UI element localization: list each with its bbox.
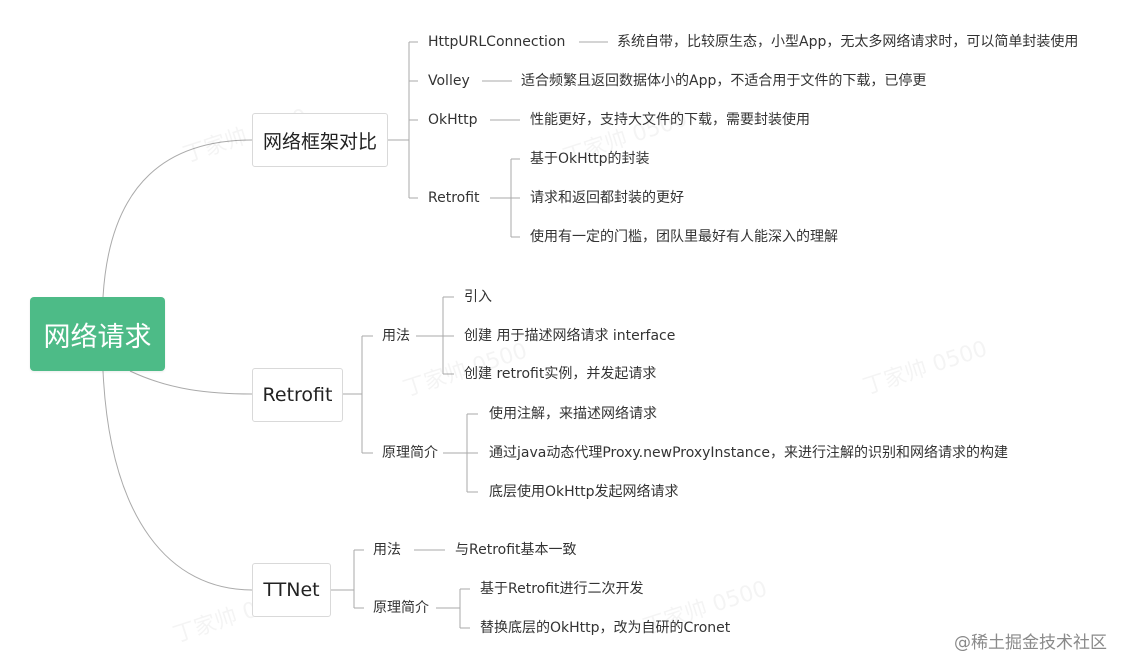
retrofit-usage-item[interactable]: 引入: [464, 289, 492, 305]
framework-name-retrofit[interactable]: Retrofit: [428, 190, 480, 206]
retrofit-principle-label[interactable]: 原理简介: [382, 445, 438, 461]
framework-desc-volley[interactable]: 适合频繁且返回数据体小的App，不适合用于文件的下载，已停更: [521, 73, 927, 89]
framework-name-okhttp[interactable]: OkHttp: [428, 112, 478, 128]
framework-name-httpurlconnection[interactable]: HttpURLConnection: [428, 34, 566, 50]
retrofit-usage-item[interactable]: 创建 用于描述网络请求 interface: [464, 328, 676, 344]
root-node[interactable]: 网络请求: [30, 297, 165, 371]
retrofit-note[interactable]: 使用有一定的门槛，团队里最好有人能深入的理解: [530, 229, 838, 245]
connector-root-ttnet: [102, 370, 253, 591]
retrofit-principle-item[interactable]: 底层使用OkHttp发起网络请求: [489, 484, 679, 500]
connector-root-frameworks: [102, 139, 253, 298]
topic-frameworks[interactable]: 网络框架对比: [252, 113, 388, 167]
ttnet-principle-label[interactable]: 原理简介: [373, 600, 429, 616]
connector-retrofit-principle: [443, 413, 478, 493]
connector-frameworks-bracket: [387, 41, 418, 199]
connector-ttnet-bracket: [330, 549, 364, 609]
retrofit-note[interactable]: 基于OkHttp的封装: [530, 151, 650, 167]
watermark: 丁家帅 0500: [858, 331, 991, 401]
topic-retrofit[interactable]: Retrofit: [252, 368, 343, 422]
retrofit-usage-label[interactable]: 用法: [382, 328, 410, 344]
ttnet-principle-item[interactable]: 基于Retrofit进行二次开发: [480, 581, 644, 597]
connector-retrofit-notes: [490, 158, 520, 238]
framework-desc-httpurlconnection[interactable]: 系统自带，比较原生态，小型App，无太多网络请求时，可以简单封装使用: [617, 34, 1079, 50]
connector-retrofit-usage: [416, 296, 454, 375]
retrofit-note[interactable]: 请求和返回都封装的更好: [530, 190, 684, 206]
connector-root-retrofit: [129, 370, 253, 395]
ttnet-usage-desc[interactable]: 与Retrofit基本一致: [455, 542, 577, 558]
retrofit-usage-item[interactable]: 创建 retrofit实例，并发起请求: [464, 366, 657, 382]
brand-watermark: @稀土掘金技术社区: [954, 633, 1107, 653]
connector-ttnet-principle: [436, 588, 470, 629]
topic-ttnet[interactable]: TTNet: [252, 563, 331, 617]
ttnet-principle-item[interactable]: 替换底层的OkHttp，改为自研的Cronet: [480, 620, 731, 636]
connector-retrofit-bracket: [342, 335, 373, 454]
ttnet-usage-label[interactable]: 用法: [373, 542, 401, 558]
retrofit-principle-item[interactable]: 使用注解，来描述网络请求: [489, 406, 657, 422]
framework-name-volley[interactable]: Volley: [428, 73, 470, 89]
retrofit-principle-item[interactable]: 通过java动态代理Proxy.newProxyInstance，来进行注解的识…: [489, 445, 1008, 461]
framework-desc-okhttp[interactable]: 性能更好，支持大文件的下载，需要封装使用: [530, 112, 810, 128]
